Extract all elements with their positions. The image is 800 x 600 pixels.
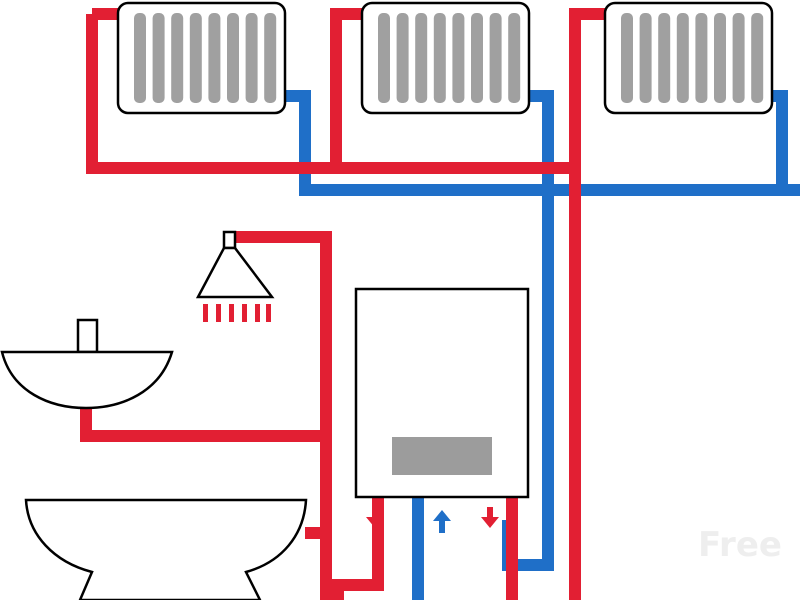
radiator-1-fins	[134, 13, 277, 103]
cold-pipe-radiator-3-return	[770, 90, 788, 190]
shower-stem	[222, 230, 237, 250]
radiator-fin	[676, 13, 689, 103]
spray-drop	[216, 304, 221, 322]
radiator-fin	[489, 13, 502, 103]
hot-pipe-supply-main	[86, 14, 575, 174]
hot-pipe-sink	[80, 405, 326, 442]
sink-basin	[0, 350, 174, 410]
radiator-3	[603, 1, 774, 115]
spray-drop	[255, 304, 260, 322]
hot-pipe-radiator-3-feed	[569, 8, 608, 600]
radiator-fin	[471, 13, 483, 103]
arrow-down-icon	[481, 507, 499, 528]
radiator-fin	[227, 13, 239, 103]
radiator-fin	[695, 13, 708, 103]
radiator-fin	[621, 13, 633, 103]
radiator-fin	[396, 13, 409, 103]
hot-supply-pipes	[80, 8, 608, 600]
hot-pipe-shower	[230, 231, 332, 600]
sink-faucet	[76, 318, 99, 354]
hot-pipe-radiator-2-feed	[330, 8, 365, 168]
sink	[0, 318, 174, 410]
radiator-fin	[714, 13, 726, 103]
radiator-fin	[134, 13, 146, 103]
radiator-fin	[208, 13, 221, 103]
gas-boiler	[354, 287, 530, 533]
arrow-down-icon	[366, 507, 384, 528]
watermark: Free	[698, 525, 782, 565]
radiator-fin	[152, 13, 165, 103]
spray-drop	[242, 304, 247, 322]
radiator-2-fins	[378, 13, 521, 103]
radiator-fin	[658, 13, 671, 103]
radiator-fin	[433, 13, 446, 103]
radiator-fin	[508, 13, 521, 103]
shower-head	[195, 230, 275, 322]
bathtub-body	[24, 498, 308, 600]
radiator-3-fins	[621, 13, 764, 103]
radiator-fin	[171, 13, 184, 103]
radiator-fin	[751, 13, 764, 103]
radiator-fin	[378, 13, 390, 103]
radiator-fin	[245, 13, 258, 103]
spray-drop	[203, 304, 208, 322]
arrow-up-icon	[433, 510, 451, 533]
radiator-fin	[732, 13, 745, 103]
radiator-1	[116, 1, 287, 115]
radiator-fin	[264, 13, 277, 103]
hot-pipe-boiler-dhw-out	[332, 497, 384, 600]
radiator-fin	[415, 13, 428, 103]
bathtub	[24, 498, 308, 600]
spray-drop	[266, 304, 271, 322]
radiator-2	[360, 1, 531, 115]
radiator-fin	[189, 13, 202, 103]
spray-drop	[229, 304, 234, 322]
radiator-fin	[639, 13, 652, 103]
boiler-control-panel	[392, 437, 492, 475]
radiator-fin	[452, 13, 465, 103]
shower-water-spray	[203, 304, 271, 322]
shower-head-body	[195, 246, 275, 299]
